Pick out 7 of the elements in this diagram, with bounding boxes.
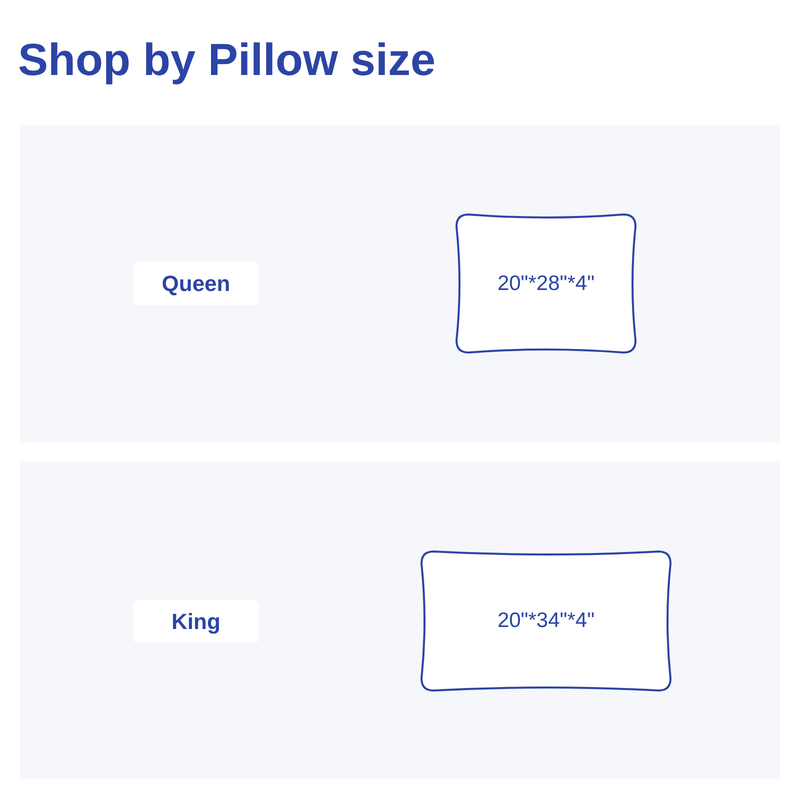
pillow-shape: 20"*34"*4": [420, 550, 672, 692]
size-label: King: [133, 600, 259, 643]
title: Shop by Pillow size: [18, 33, 436, 87]
size-panel: [20, 462, 780, 779]
size-label: Queen: [133, 262, 259, 305]
size-panel: [20, 125, 780, 442]
pillow-shape: 20"*28"*4": [455, 213, 637, 354]
